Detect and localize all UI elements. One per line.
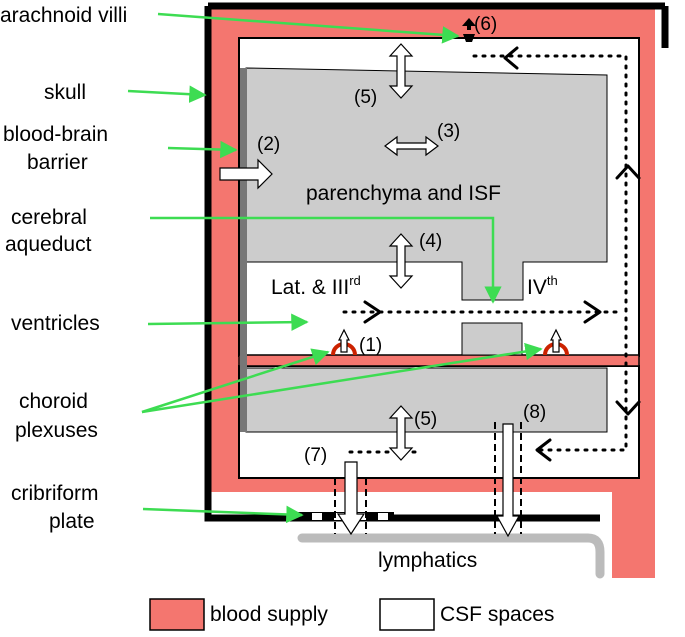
- choroid-plexus-right: [543, 328, 569, 356]
- label-cerebral-aqueduct-1: cerebral: [11, 206, 87, 229]
- csf-flow-chevrons: [363, 46, 641, 462]
- double-arrow-5-bottom: [388, 405, 414, 461]
- pointer-cerebral-aqueduct: [150, 216, 502, 304]
- label-arachnoid-villi: arachnoid villi: [0, 4, 127, 27]
- pointer-arrows: [127, 12, 543, 524]
- parenchyma-tissue: [245, 67, 608, 301]
- csf-flow-path: [342, 54, 628, 454]
- double-arrow-4: [388, 233, 414, 289]
- region-parenchyma: parenchyma and ISF: [306, 182, 501, 205]
- legend-swatch-blood: [149, 598, 205, 631]
- region-fourth-ventricle: IVth: [527, 273, 558, 299]
- label-cerebral-aqueduct-2: aqueduct: [5, 233, 92, 256]
- label-blood-brain-barrier-2: barrier: [27, 151, 88, 174]
- pointer-choroid-left: [141, 348, 330, 414]
- label-blood-brain-barrier-1: blood-brain: [3, 123, 108, 146]
- label-cribriform-plate-2: plate: [49, 510, 95, 533]
- legend-label-blood-supply: blood supply: [210, 603, 328, 626]
- label-skull: skull: [44, 81, 86, 104]
- route-label-5-bottom: (5): [414, 409, 437, 430]
- legend-swatch-csf: [379, 598, 435, 631]
- legend: blood supply CSF spaces: [149, 598, 554, 631]
- label-choroid-plexuses-2: plexuses: [15, 419, 98, 442]
- pointer-choroid-right: [141, 342, 543, 414]
- parenchyma-lower-tissue: [245, 367, 608, 433]
- double-arrow-3: [384, 135, 439, 157]
- pointer-cribriform-plate: [142, 505, 304, 524]
- label-ventricles: ventricles: [11, 312, 100, 335]
- route-label-3: (3): [437, 121, 460, 142]
- pointer-blood-brain-barrier: [167, 140, 238, 159]
- choroid-plexus-left: [331, 328, 357, 356]
- pointer-ventricles: [147, 313, 309, 331]
- blood-brain-barrier-wall: [240, 68, 247, 432]
- lymphatics-vessel: [297, 533, 605, 579]
- route-label-1: (1): [359, 335, 382, 356]
- cribriform-drainage-route: [334, 461, 367, 536]
- double-arrow-5-top: [388, 43, 414, 99]
- route-label-7: (7): [304, 445, 327, 466]
- pointer-skull: [127, 85, 207, 103]
- route-label-5-top: (5): [354, 87, 377, 108]
- route-label-6: (6): [474, 14, 497, 35]
- route-label-4: (4): [419, 231, 442, 252]
- dural-drainage-route: [494, 422, 522, 538]
- region-lateral-third-ventricles: Lat. & IIIrd: [271, 273, 361, 299]
- arachnoid-villi-valve: [462, 18, 476, 42]
- label-choroid-plexuses-1: choroid: [19, 390, 88, 413]
- legend-label-csf-spaces: CSF spaces: [440, 603, 554, 626]
- bbb-transport-arrow: [219, 158, 273, 190]
- ventricle-floor-tissue: [461, 322, 523, 356]
- pointer-arachnoid-villi: [157, 12, 460, 44]
- route-label-8: (8): [523, 402, 546, 423]
- route-label-2: (2): [257, 134, 280, 155]
- label-cribriform-plate-1: cribriform: [11, 482, 99, 505]
- region-lymphatics: lymphatics: [378, 549, 477, 572]
